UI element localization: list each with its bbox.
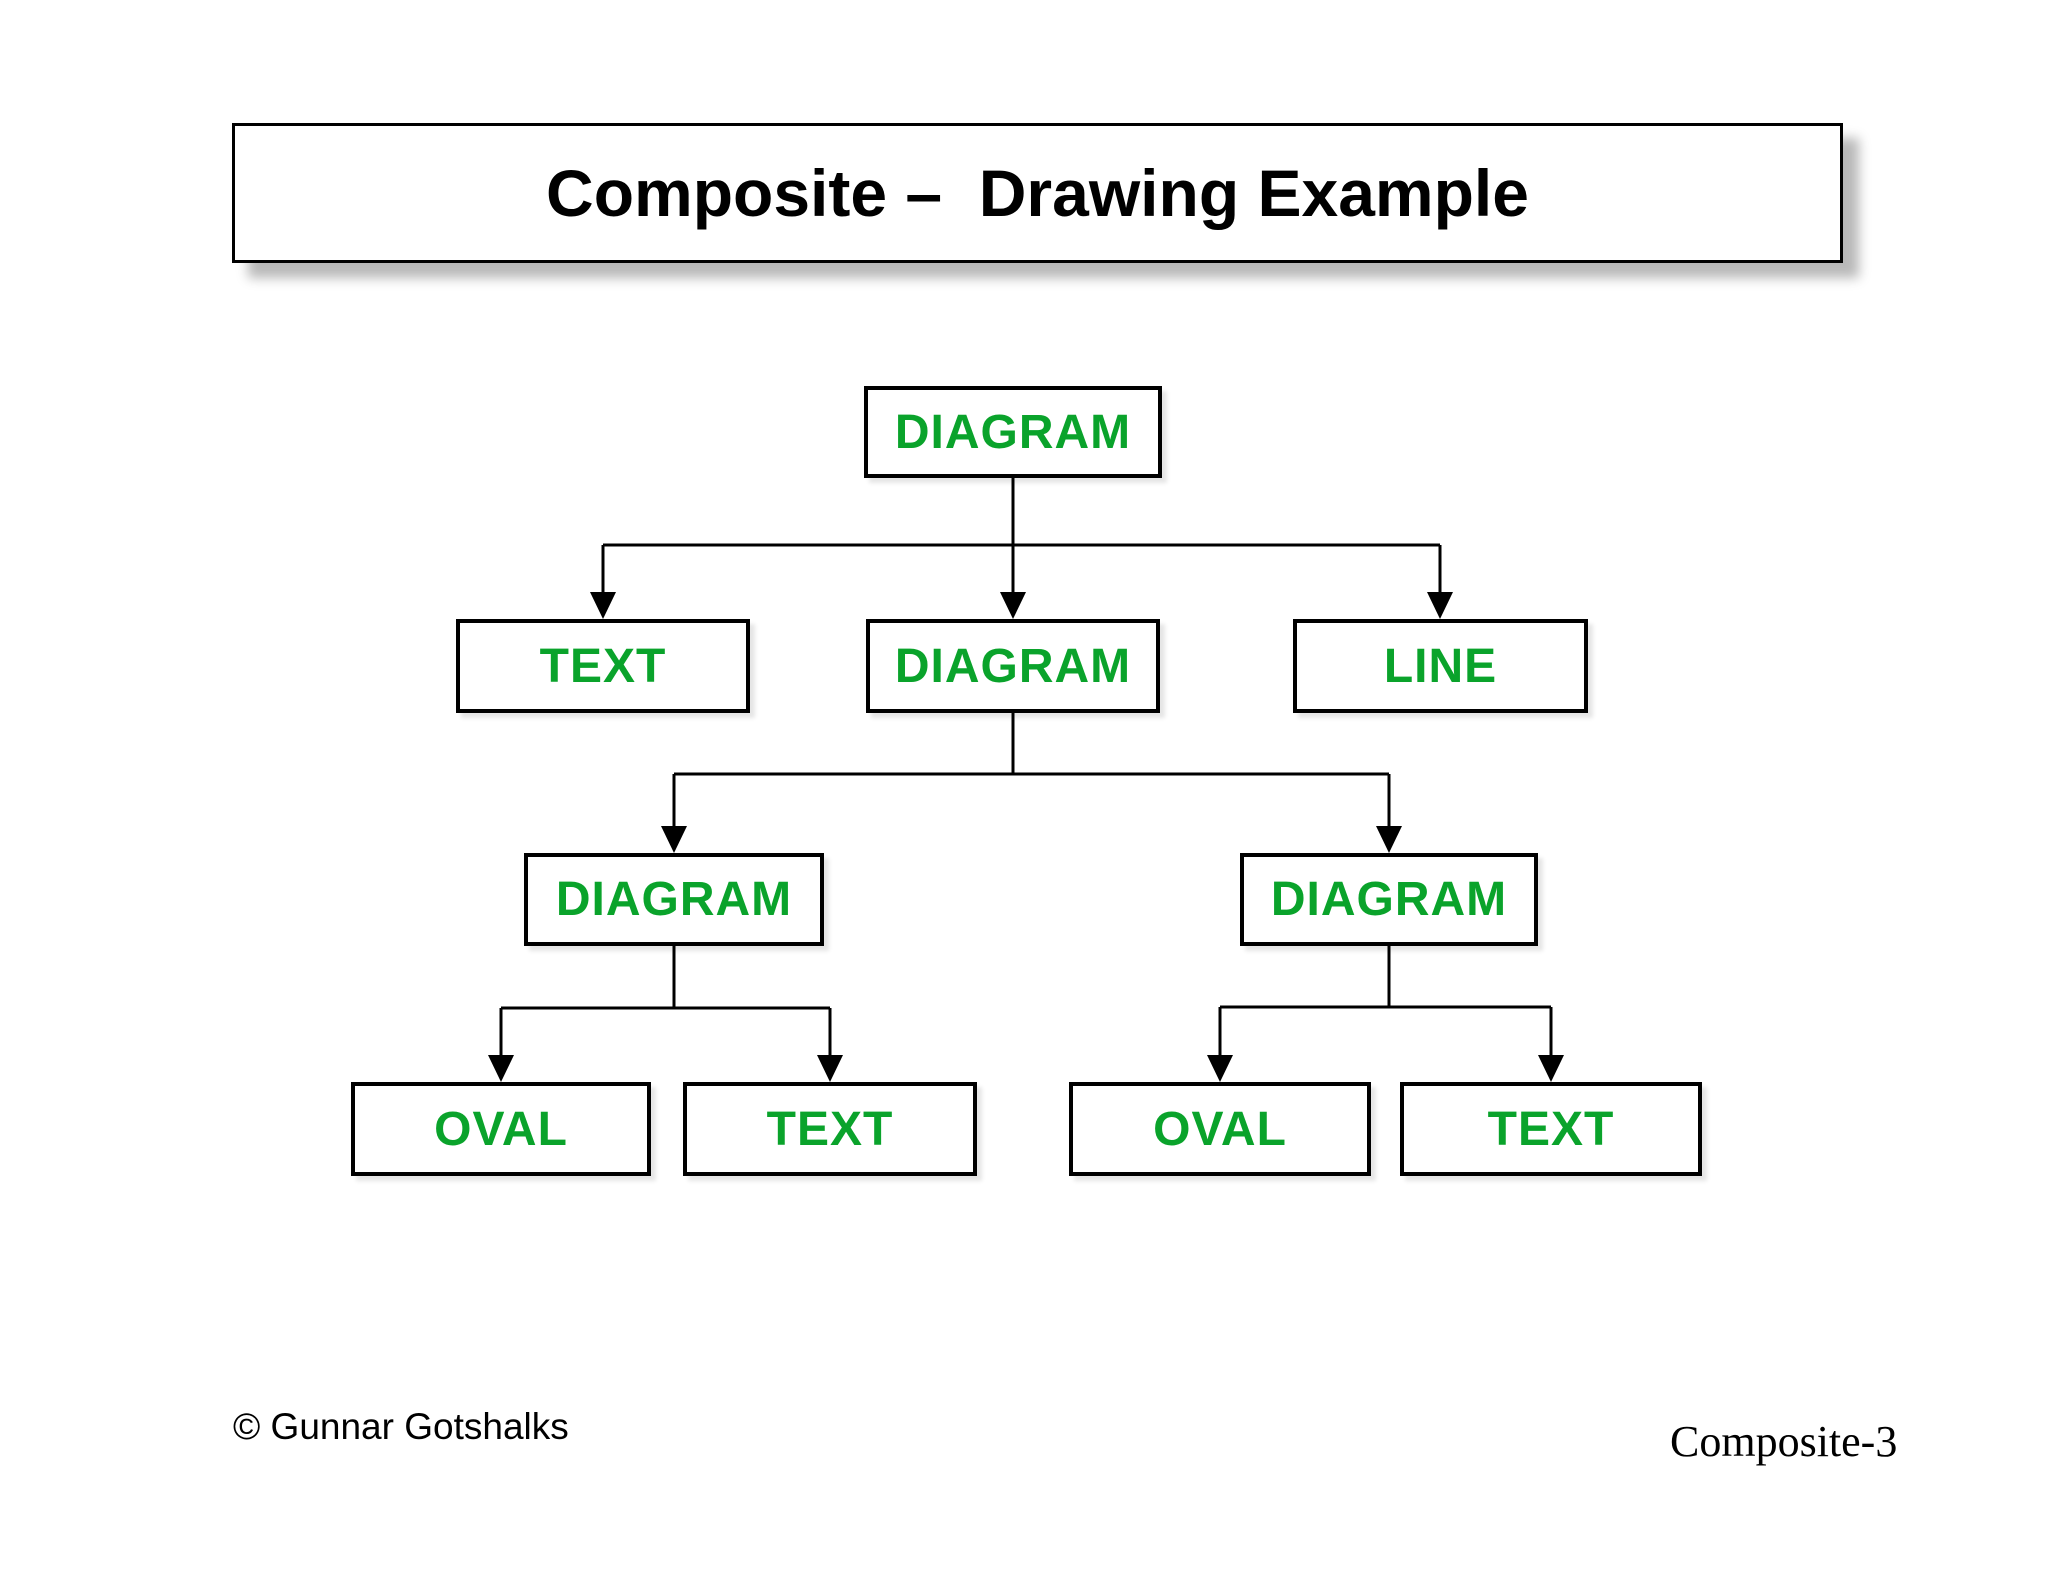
footer-copyright: © Gunnar Gotshalks <box>233 1406 569 1447</box>
tree-node-oval-level4-left: OVAL <box>351 1082 651 1176</box>
connector-left-diagram-to-leaves <box>488 946 843 1082</box>
node-label: LINE <box>1383 639 1498 693</box>
node-label: OVAL <box>434 1102 568 1156</box>
node-label: TEXT <box>1487 1102 1615 1156</box>
tree-node-diagram-level2: DIAGRAM <box>866 619 1160 713</box>
arrowhead-icon <box>661 826 687 853</box>
connector-root-to-level2 <box>590 478 1453 619</box>
arrowhead-icon <box>488 1055 514 1082</box>
node-label: DIAGRAM <box>894 405 1132 459</box>
tree-node-text-level4-right: TEXT <box>1400 1082 1702 1176</box>
tree-node-text-level2: TEXT <box>456 619 750 713</box>
arrowhead-icon <box>1000 592 1026 619</box>
tree-node-diagram-level3-left: DIAGRAM <box>524 853 824 946</box>
tree-node-line-level2: LINE <box>1293 619 1588 713</box>
connector-right-diagram-to-leaves <box>1207 946 1564 1082</box>
connector-level2-to-level3 <box>661 713 1402 853</box>
node-label: OVAL <box>1153 1102 1287 1156</box>
node-label: DIAGRAM <box>894 639 1132 693</box>
arrowhead-icon <box>1538 1055 1564 1082</box>
node-label: DIAGRAM <box>555 873 793 926</box>
node-label: DIAGRAM <box>1270 873 1508 926</box>
slide-title: Composite – Drawing Example <box>546 156 1529 230</box>
node-label: TEXT <box>539 639 667 693</box>
tree-node-oval-level4-right: OVAL <box>1069 1082 1371 1176</box>
arrowhead-icon <box>590 592 616 619</box>
tree-node-diagram-level3-right: DIAGRAM <box>1240 853 1538 946</box>
arrowhead-icon <box>1427 592 1453 619</box>
tree-node-root-diagram: DIAGRAM <box>864 386 1162 478</box>
tree-node-text-level4-left: TEXT <box>683 1082 977 1176</box>
arrowhead-icon <box>817 1055 843 1082</box>
title-box: Composite – Drawing Example <box>232 123 1843 263</box>
arrowhead-icon <box>1207 1055 1233 1082</box>
node-label: TEXT <box>766 1102 894 1156</box>
footer-page-label: Composite-3 <box>1670 1417 1898 1466</box>
arrowhead-icon <box>1376 826 1402 853</box>
